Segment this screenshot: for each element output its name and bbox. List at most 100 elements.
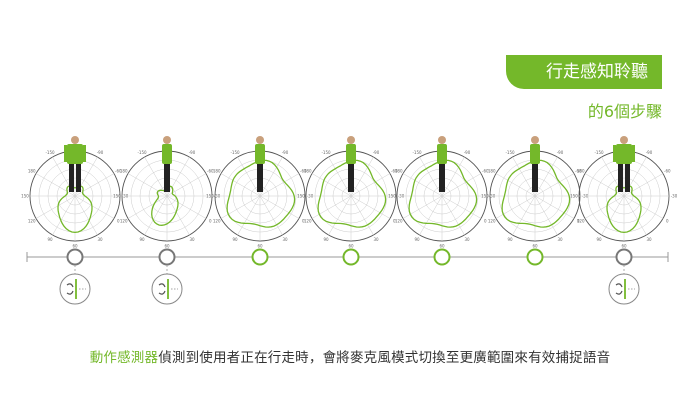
polar-angle-label: 0 bbox=[302, 219, 305, 224]
mic-mode-icon bbox=[608, 265, 640, 305]
polar-angle-label: 90 bbox=[507, 237, 513, 242]
polar-angle-label: 60 bbox=[257, 244, 263, 249]
timeline-node bbox=[526, 248, 544, 266]
polar-angle-label: 180 bbox=[488, 169, 496, 174]
polar-spoke bbox=[74, 195, 98, 236]
polar-angle-label: -150 bbox=[321, 150, 331, 155]
polar-spoke bbox=[144, 195, 168, 236]
person-leg bbox=[69, 164, 74, 192]
polar-angle-label: -90 bbox=[282, 150, 289, 155]
polar-angle-label: -150 bbox=[137, 150, 147, 155]
polar-angle-label: 60 bbox=[621, 244, 627, 249]
person-torso bbox=[437, 144, 447, 164]
icon-circle bbox=[59, 273, 91, 305]
polar-spoke bbox=[623, 195, 647, 236]
timeline-node bbox=[66, 248, 84, 266]
page-subtitle: 的6個步驟 bbox=[587, 102, 662, 121]
timeline-node bbox=[342, 248, 360, 266]
polar-spoke bbox=[350, 156, 374, 197]
polar-spoke bbox=[402, 195, 443, 219]
polar-spoke bbox=[419, 156, 443, 197]
polar-spoke bbox=[127, 195, 168, 219]
polar-spoke bbox=[166, 195, 190, 236]
polar-angle-label: -90 bbox=[97, 150, 104, 155]
person-figure bbox=[162, 136, 172, 192]
polar-spoke bbox=[74, 173, 115, 197]
polar-angle-label: 120 bbox=[28, 219, 36, 224]
polar-angle-label: 120 bbox=[577, 219, 585, 224]
polar-spoke bbox=[512, 195, 536, 236]
person-torso bbox=[346, 144, 356, 164]
polar-angle-label: -150 bbox=[594, 150, 604, 155]
polar-angle-label: 120 bbox=[304, 219, 312, 224]
polar-spoke bbox=[166, 195, 207, 219]
polar-angle-label: 30 bbox=[189, 237, 195, 242]
polar-angle-label: 150 bbox=[388, 194, 396, 199]
polar-angle-label: 150 bbox=[21, 194, 29, 199]
caption-highlight: 動作感測器 bbox=[89, 350, 159, 366]
polar-angle-label: -90 bbox=[373, 150, 380, 155]
polar-angle-label: -150 bbox=[412, 150, 422, 155]
polar-angle-label: 120 bbox=[488, 219, 496, 224]
polar-spoke bbox=[623, 195, 664, 219]
polar-angle-label: -60 bbox=[300, 169, 307, 174]
polar-angle-label: 180 bbox=[28, 169, 36, 174]
polar-spoke bbox=[259, 173, 300, 197]
polar-spoke bbox=[584, 195, 625, 219]
polar-angle-label: -90 bbox=[646, 150, 653, 155]
polar-angle-label: 180 bbox=[395, 169, 403, 174]
polar-spoke bbox=[441, 156, 465, 197]
polar-spoke bbox=[601, 195, 625, 236]
icon-waves bbox=[158, 283, 166, 295]
person-figure bbox=[530, 136, 540, 192]
polar-angle-label: 30 bbox=[282, 237, 288, 242]
polar-angle-label: -30 bbox=[671, 194, 678, 199]
polar-angle-label: 180 bbox=[213, 169, 221, 174]
polar-angle-label: -150 bbox=[45, 150, 55, 155]
polar-angle-label: 150 bbox=[570, 194, 578, 199]
mic-mode-icon bbox=[59, 265, 91, 305]
polar-spoke bbox=[495, 195, 536, 219]
person-figure bbox=[346, 136, 356, 192]
polar-angle-label: 30 bbox=[557, 237, 563, 242]
polar-spoke bbox=[220, 173, 261, 197]
icon-waves bbox=[66, 283, 74, 295]
polar-spoke bbox=[350, 195, 374, 236]
person-leg bbox=[164, 164, 170, 192]
polar-spoke bbox=[441, 195, 465, 236]
polar-angle-label: -90 bbox=[189, 150, 196, 155]
person-arm bbox=[613, 145, 616, 162]
person-torso bbox=[616, 144, 632, 164]
polar-angle-label: 0 bbox=[209, 219, 212, 224]
icon-circle bbox=[608, 273, 640, 305]
person-arm bbox=[83, 145, 86, 162]
polar-angle-label: -60 bbox=[391, 169, 398, 174]
polar-angle-label: 150 bbox=[113, 194, 121, 199]
person-leg bbox=[618, 164, 623, 192]
polar-spoke bbox=[259, 195, 283, 236]
polar-angle-label: -60 bbox=[664, 169, 671, 174]
polar-angle-label: 180 bbox=[120, 169, 128, 174]
polar-spoke bbox=[259, 156, 283, 197]
person-torso bbox=[162, 144, 172, 164]
polar-spoke bbox=[534, 195, 558, 236]
polar-angle-label: 180 bbox=[304, 169, 312, 174]
polar-angle-label: 180 bbox=[577, 169, 585, 174]
caption: 動作感測器偵測到使用者正在行走時，會將麥克風模式切換至更廣範圍來有效捕捉語音 bbox=[0, 346, 700, 366]
person-head bbox=[71, 136, 79, 144]
polar-spoke bbox=[512, 156, 536, 197]
polar-angle-label: -90 bbox=[557, 150, 564, 155]
icon-circle bbox=[151, 273, 183, 305]
polar-spoke bbox=[237, 156, 261, 197]
polar-spoke bbox=[74, 195, 115, 219]
polar-angle-label: 60 bbox=[164, 244, 170, 249]
person-figure bbox=[64, 136, 86, 192]
pickup-pattern bbox=[317, 159, 387, 228]
timeline-node bbox=[615, 248, 633, 266]
polar-angle-label: 90 bbox=[323, 237, 329, 242]
polar-angle-label: -60 bbox=[482, 169, 489, 174]
